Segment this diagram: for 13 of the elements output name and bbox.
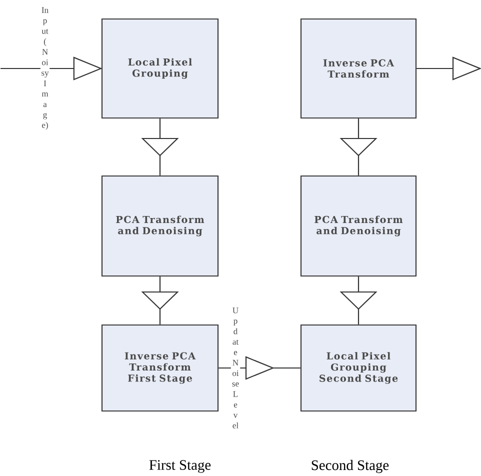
caption: Second Stage [312,460,389,474]
process-box: PCA Transform and Denoising [300,175,417,277]
arrow [218,356,300,380]
caption: First Stage [149,460,211,473]
edge-label: Input (Noisy Image) [40,6,50,130]
process-box: Inverse PCA Transform First Stage [101,324,219,412]
arrow [0,56,102,80]
edge-label: Update Noise Level [230,307,240,429]
arrow [416,56,481,80]
process-box: Local Pixel Grouping [101,18,219,119]
process-box: PCA Transform and Denoising [101,175,219,277]
process-box: Inverse PCA Transform [300,18,417,119]
process-box: Local Pixel Grouping Second Stage [300,324,417,412]
